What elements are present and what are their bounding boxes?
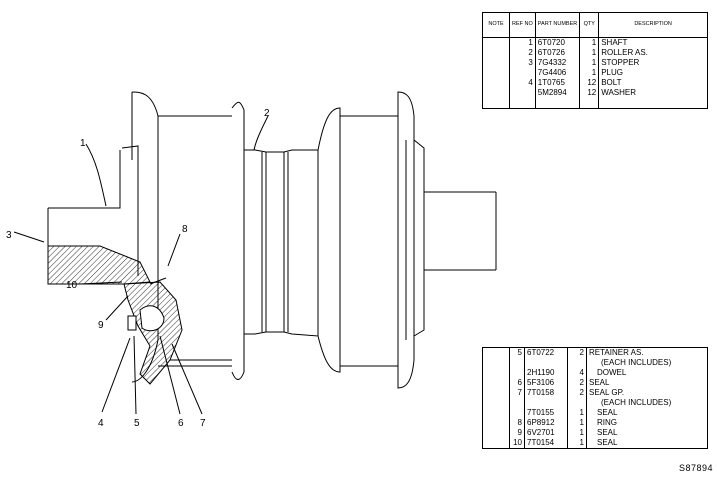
header-description: DESCRIPTION <box>598 12 708 38</box>
header-note: NOTE <box>482 12 510 38</box>
callout-9: 9 <box>98 320 104 331</box>
callout-5: 5 <box>134 418 140 429</box>
callout-leaders <box>13 115 269 415</box>
header-qty: QTY <box>579 12 599 38</box>
right-flange <box>397 91 497 389</box>
header-ref-no: REF NO <box>509 12 536 38</box>
callout-7: 7 <box>200 418 206 429</box>
roller-body <box>158 101 398 380</box>
callout-6: 6 <box>178 418 184 429</box>
seal-section-cutaway <box>47 245 232 385</box>
left-flange <box>121 91 159 383</box>
parts-table-top: NOTE REF NO PART NUMBER QTY DESCRIPTION … <box>482 12 708 109</box>
drawing-id: S87894 <box>678 463 713 473</box>
table-row: (EACH INCLUDES) <box>483 398 708 408</box>
callout-10: 10 <box>66 280 78 291</box>
header-part-number: PART NUMBER <box>534 12 580 38</box>
callout-1: 1 <box>80 138 86 149</box>
callout-2: 2 <box>264 108 270 119</box>
table-row <box>483 98 708 109</box>
callout-8: 8 <box>182 224 188 235</box>
shaft-left <box>47 150 121 248</box>
table-header-row: NOTE REF NO PART NUMBER QTY DESCRIPTION <box>482 12 708 38</box>
table-row: (EACH INCLUDES) <box>483 358 708 368</box>
callout-4: 4 <box>98 418 104 429</box>
callout-3: 3 <box>6 230 12 241</box>
